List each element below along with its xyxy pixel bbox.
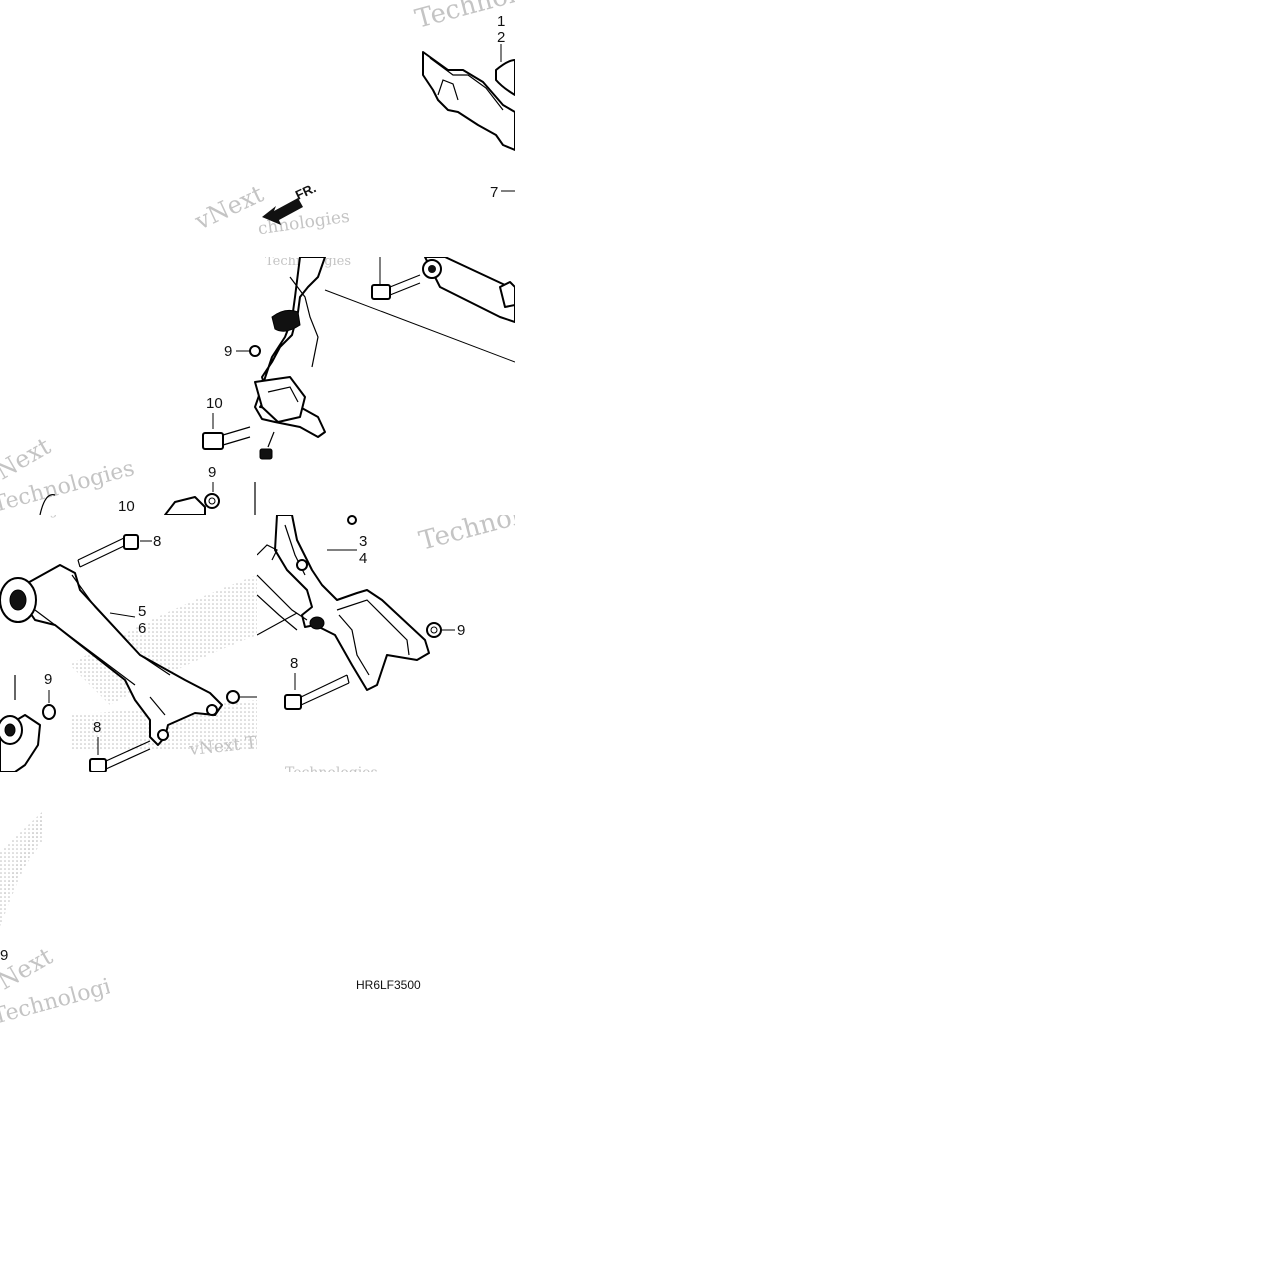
bolt-8-lower-part bbox=[89, 740, 151, 772]
screw-part bbox=[259, 431, 275, 460]
watermark-technologies-4: Technologies bbox=[0, 515, 74, 518]
tile-direction: vNext FR. bbox=[180, 180, 330, 250]
callout-1: 1 bbox=[497, 13, 505, 30]
arm-part bbox=[0, 564, 223, 746]
upper-bracket-part bbox=[254, 257, 326, 438]
upper-bolt-part bbox=[371, 257, 421, 300]
upper-arm-part bbox=[422, 257, 515, 323]
callout-8-lower: 8 bbox=[93, 719, 101, 736]
callout-9-arm-left: 9 bbox=[44, 671, 52, 688]
front-direction-arrow-icon bbox=[262, 198, 303, 225]
lower-arm-part bbox=[0, 675, 41, 772]
tile-guard-top: Technologies vNext Technologies 1 2 7 bbox=[258, 0, 515, 257]
diagram-code-box: HR6LF3500 bbox=[356, 976, 436, 994]
tile-bracket-lower-right: Technologies Technologies 3 4 bbox=[257, 515, 515, 772]
callout-6: 6 bbox=[138, 620, 146, 637]
callout-3: 3 bbox=[359, 533, 367, 550]
lower-bracket-part bbox=[257, 515, 430, 691]
callout-4: 4 bbox=[359, 550, 367, 567]
callout-10-upper: 10 bbox=[206, 395, 223, 412]
tile-arm-lower-left: vNext Technologies Technologies 8 bbox=[0, 515, 257, 772]
callout-9-upper: 9 bbox=[224, 343, 232, 360]
callout-10-lower: 10 bbox=[118, 498, 135, 515]
callout-8-upper: 8 bbox=[153, 533, 161, 550]
tile-bottom-left: 9 vNext Technologies bbox=[0, 772, 110, 1030]
callout-2: 2 bbox=[497, 29, 505, 46]
diagram-code: HR6LF3500 bbox=[356, 978, 421, 992]
bolt-10-part bbox=[202, 426, 251, 450]
callout-9-lower: 9 bbox=[208, 464, 216, 481]
callout-8-right: 8 bbox=[290, 655, 298, 672]
watermark-technologies-5: Technologies bbox=[416, 515, 515, 557]
callout-5: 5 bbox=[138, 603, 146, 620]
callout-9-bottom: 9 bbox=[0, 947, 8, 964]
watermark-technologies-6: Technologies bbox=[285, 765, 378, 772]
watermark-vnext: vNext bbox=[190, 180, 268, 236]
tile-bracket-middle: Technologies vNext Technologies bbox=[0, 257, 515, 515]
callout-9-right: 9 bbox=[457, 622, 465, 639]
callout-7: 7 bbox=[490, 184, 498, 201]
bolt-8-upper-part bbox=[77, 534, 139, 568]
direction-label: FR. bbox=[293, 180, 318, 202]
guard-part bbox=[422, 51, 515, 151]
bolt-8-right-part bbox=[284, 674, 350, 710]
